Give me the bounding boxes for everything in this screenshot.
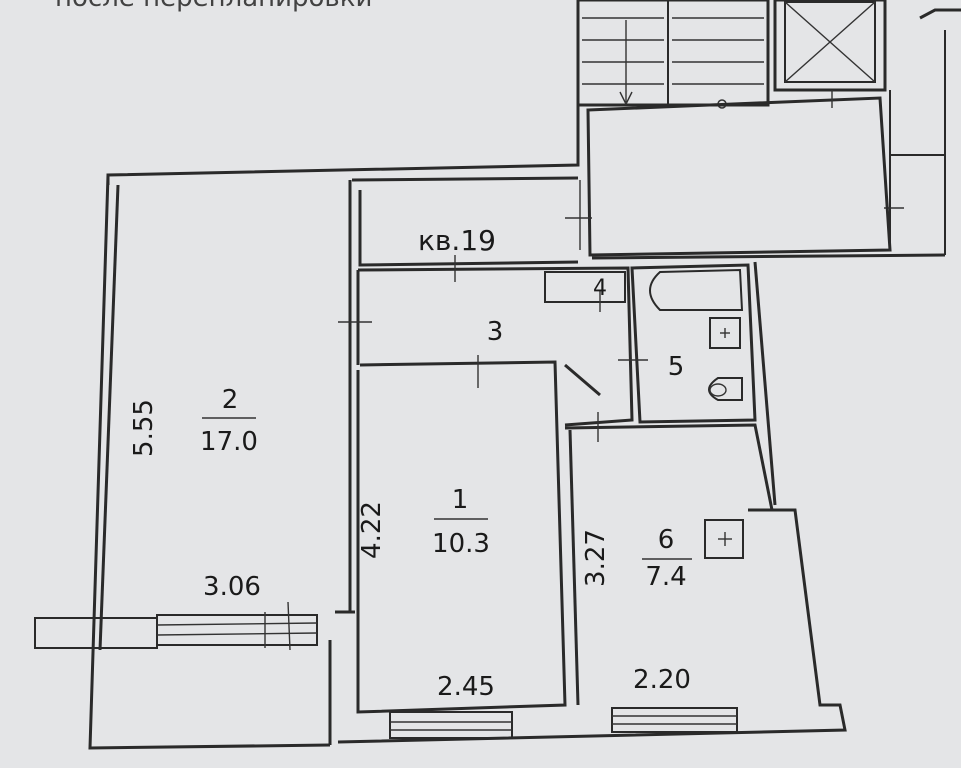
room-2-number: 2 (222, 385, 239, 415)
room-3-number: 3 (487, 317, 504, 347)
room-1-area: 10.3 (432, 529, 490, 559)
room-5-number: 5 (668, 352, 685, 382)
room-1-number: 1 (452, 485, 469, 515)
door-marks (338, 180, 648, 442)
windows (389, 707, 738, 739)
balcony (34, 601, 318, 651)
room-1-length: 4.22 (357, 501, 387, 559)
room-2-length: 5.55 (129, 399, 159, 457)
room-6-width: 2.20 (633, 665, 691, 695)
room-6-number: 6 (658, 525, 675, 555)
header-text: после перепланировки (55, 0, 372, 13)
room-1-width: 2.45 (437, 672, 495, 702)
room-6-area: 7.4 (645, 562, 686, 592)
interior-walls (356, 263, 774, 714)
elevator-shaft (773, 0, 887, 92)
stairwell (576, 0, 770, 109)
room-2-width: 3.06 (203, 572, 261, 602)
room-6-length: 3.27 (581, 529, 611, 587)
room-4-number: 4 (593, 276, 607, 301)
landing-corridor (106, 90, 892, 257)
apartment-label: кв.19 (418, 224, 496, 257)
room-2-area: 17.0 (200, 427, 258, 457)
apartment-walls (88, 174, 946, 750)
